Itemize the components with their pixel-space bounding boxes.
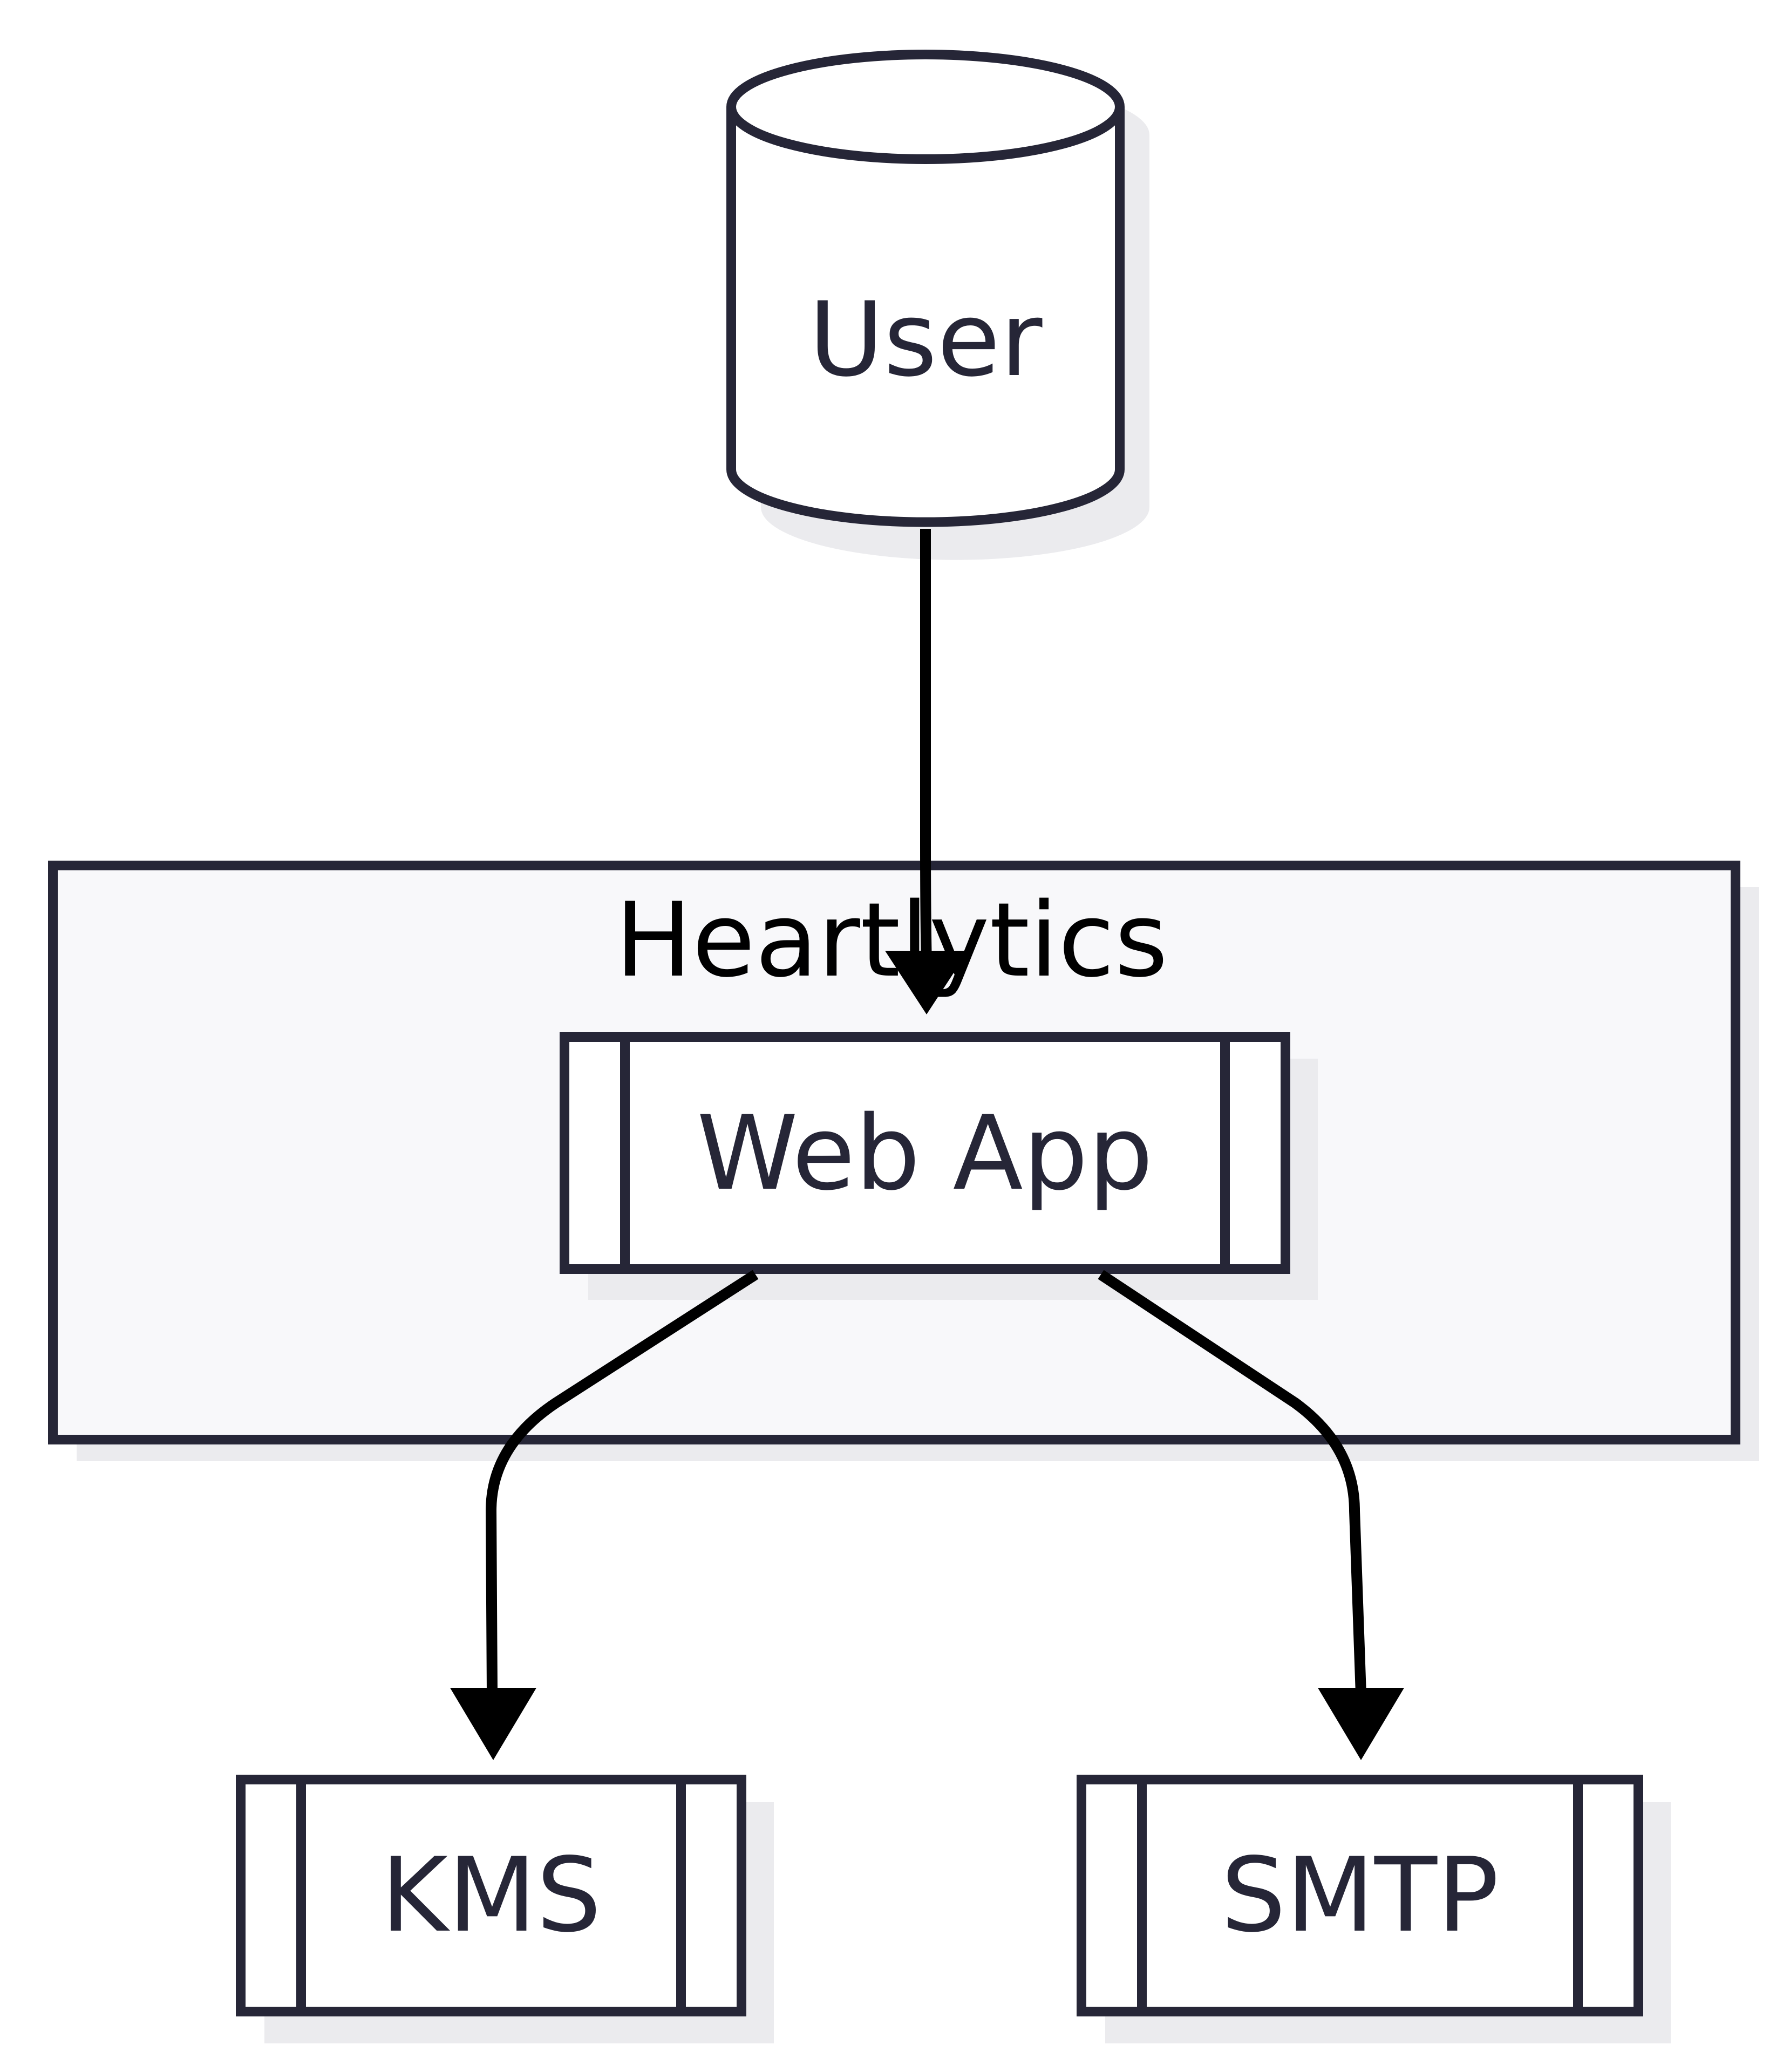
webapp-node[interactable]: Web App xyxy=(560,1032,1318,1300)
arrowhead xyxy=(1318,1688,1404,1760)
edge-webapp-to-smtp xyxy=(1098,1270,1404,1760)
smtp-node-box xyxy=(1077,1775,1643,2016)
group-label: Heartlytics xyxy=(615,881,1168,1000)
user-node-body xyxy=(726,107,1125,527)
kms-node-label: KMS xyxy=(380,1836,601,1955)
smtp-node[interactable]: SMTP xyxy=(1077,1775,1671,2043)
arrowhead xyxy=(885,951,968,1014)
kms-node[interactable]: KMS xyxy=(236,1775,774,2043)
kms-node-box xyxy=(236,1775,746,2016)
edge-line xyxy=(920,529,932,966)
webapp-node-label: Web App xyxy=(697,1094,1153,1213)
user-node[interactable]: User xyxy=(726,50,1150,560)
edge-line xyxy=(485,1270,759,1695)
edge-user-to-webapp xyxy=(885,529,968,1014)
user-node-top xyxy=(726,50,1125,164)
user-node-label: User xyxy=(808,280,1043,399)
webapp-node-box xyxy=(560,1032,1290,1274)
smtp-node-label: SMTP xyxy=(1221,1836,1499,1955)
arrowhead xyxy=(450,1688,536,1760)
edge-line xyxy=(1098,1270,1366,1695)
edge-webapp-to-kms xyxy=(450,1270,759,1760)
